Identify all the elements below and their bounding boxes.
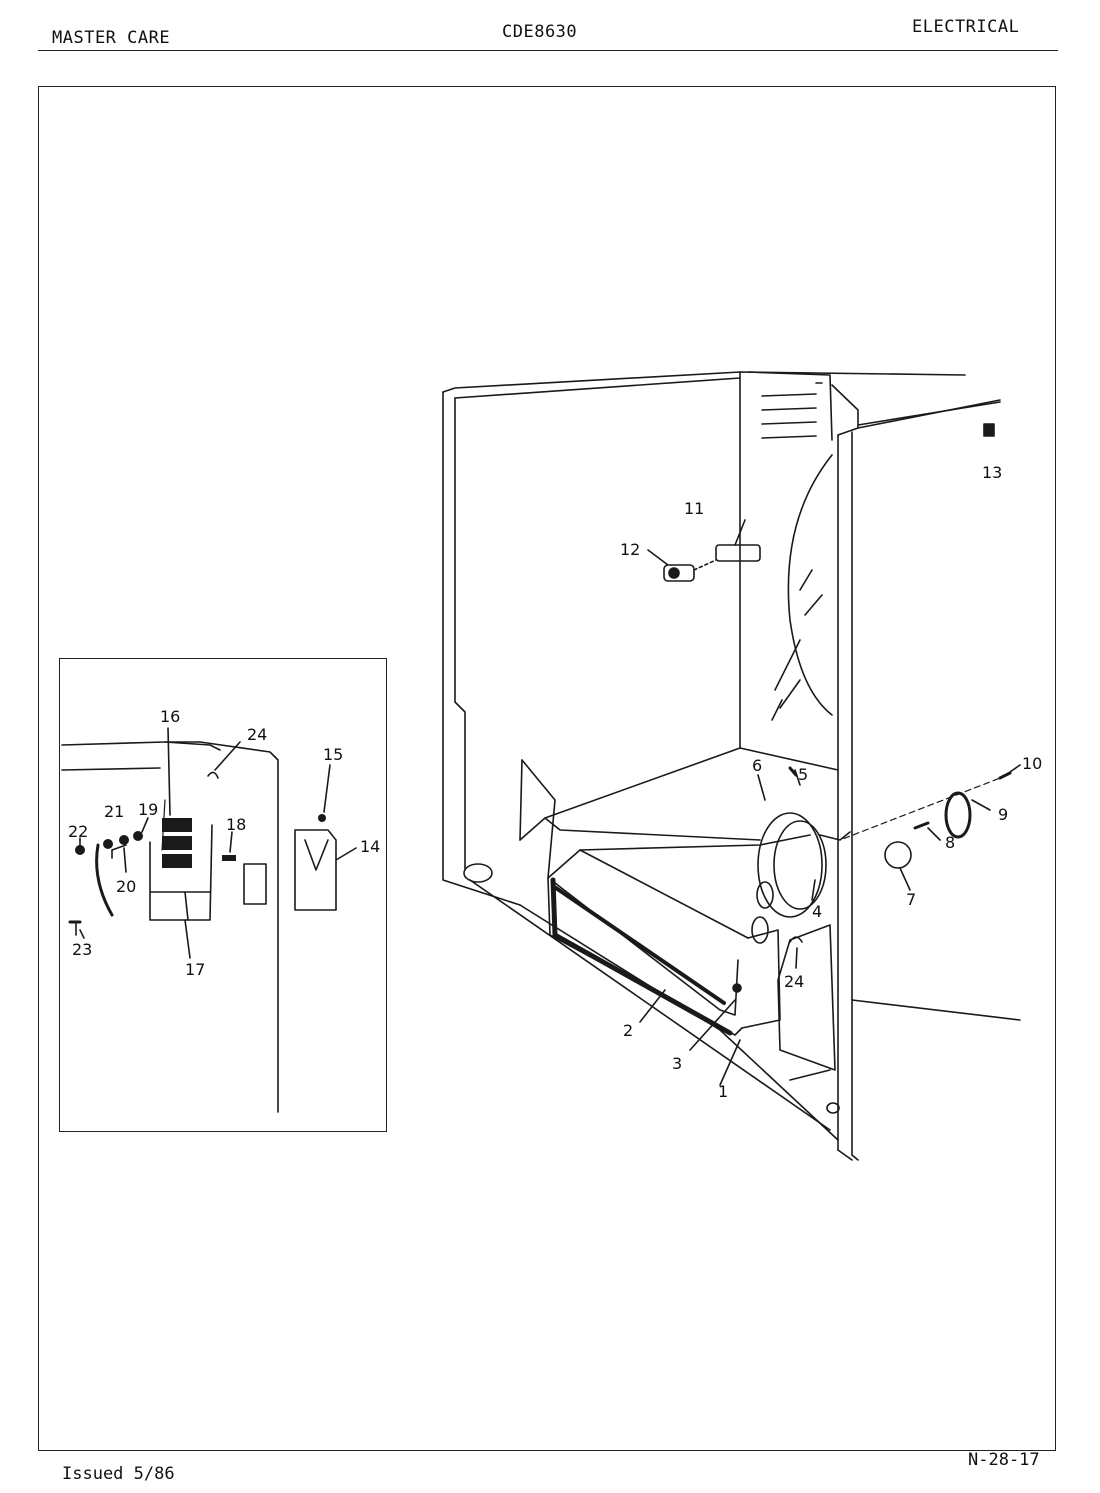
callout-20: 20 xyxy=(116,877,136,896)
callout-24b: 24 xyxy=(784,972,804,991)
callout-18: 18 xyxy=(226,815,246,834)
callout-24a: 24 xyxy=(247,725,267,744)
callout-11: 11 xyxy=(684,499,704,518)
header-rule xyxy=(38,50,1058,51)
callout-2: 2 xyxy=(623,1021,633,1040)
part-12-plug xyxy=(663,564,695,582)
header-left-title: MASTER CARE xyxy=(52,28,171,48)
terminal-block-inset xyxy=(59,658,387,1132)
callout-3: 3 xyxy=(672,1054,682,1073)
footer-issue-date: Issued 5/86 xyxy=(62,1464,175,1484)
drum-curve xyxy=(787,454,833,716)
blower-duct xyxy=(519,759,836,1081)
callout-8: 8 xyxy=(945,833,955,852)
callout-21: 21 xyxy=(104,802,124,821)
part-7-thermostat xyxy=(884,841,912,869)
callout-13: 13 xyxy=(982,463,1002,482)
callout-4: 4 xyxy=(812,902,822,921)
callout-10: 10 xyxy=(1022,754,1042,773)
callout-7: 7 xyxy=(906,890,916,909)
callout-23: 23 xyxy=(72,940,92,959)
callout-16: 16 xyxy=(160,707,180,726)
cabinet-outline xyxy=(442,371,1021,1161)
footer-page-code: N-28-17 xyxy=(968,1450,1040,1470)
part-11-connector xyxy=(715,544,761,562)
inset-terminal-block xyxy=(75,814,326,868)
callout-17: 17 xyxy=(185,960,205,979)
callout-1: 1 xyxy=(718,1082,728,1101)
diagram-frame xyxy=(38,86,1056,1451)
callout-19: 19 xyxy=(138,800,158,819)
lint-screen-seal xyxy=(550,877,733,1036)
callout-22: 22 xyxy=(68,822,88,841)
callout-5: 5 xyxy=(798,765,808,784)
callout-15: 15 xyxy=(323,745,343,764)
callout-9: 9 xyxy=(998,805,1008,824)
callout-14: 14 xyxy=(360,837,380,856)
header-section-title: ELECTRICAL xyxy=(912,17,1020,37)
header-model-number: CDE8630 xyxy=(502,22,578,42)
part-9-ring xyxy=(944,791,972,839)
callout-6: 6 xyxy=(752,756,762,775)
callout-12: 12 xyxy=(620,540,640,559)
inset-line-art xyxy=(61,741,337,1113)
vent-slots xyxy=(761,382,823,439)
